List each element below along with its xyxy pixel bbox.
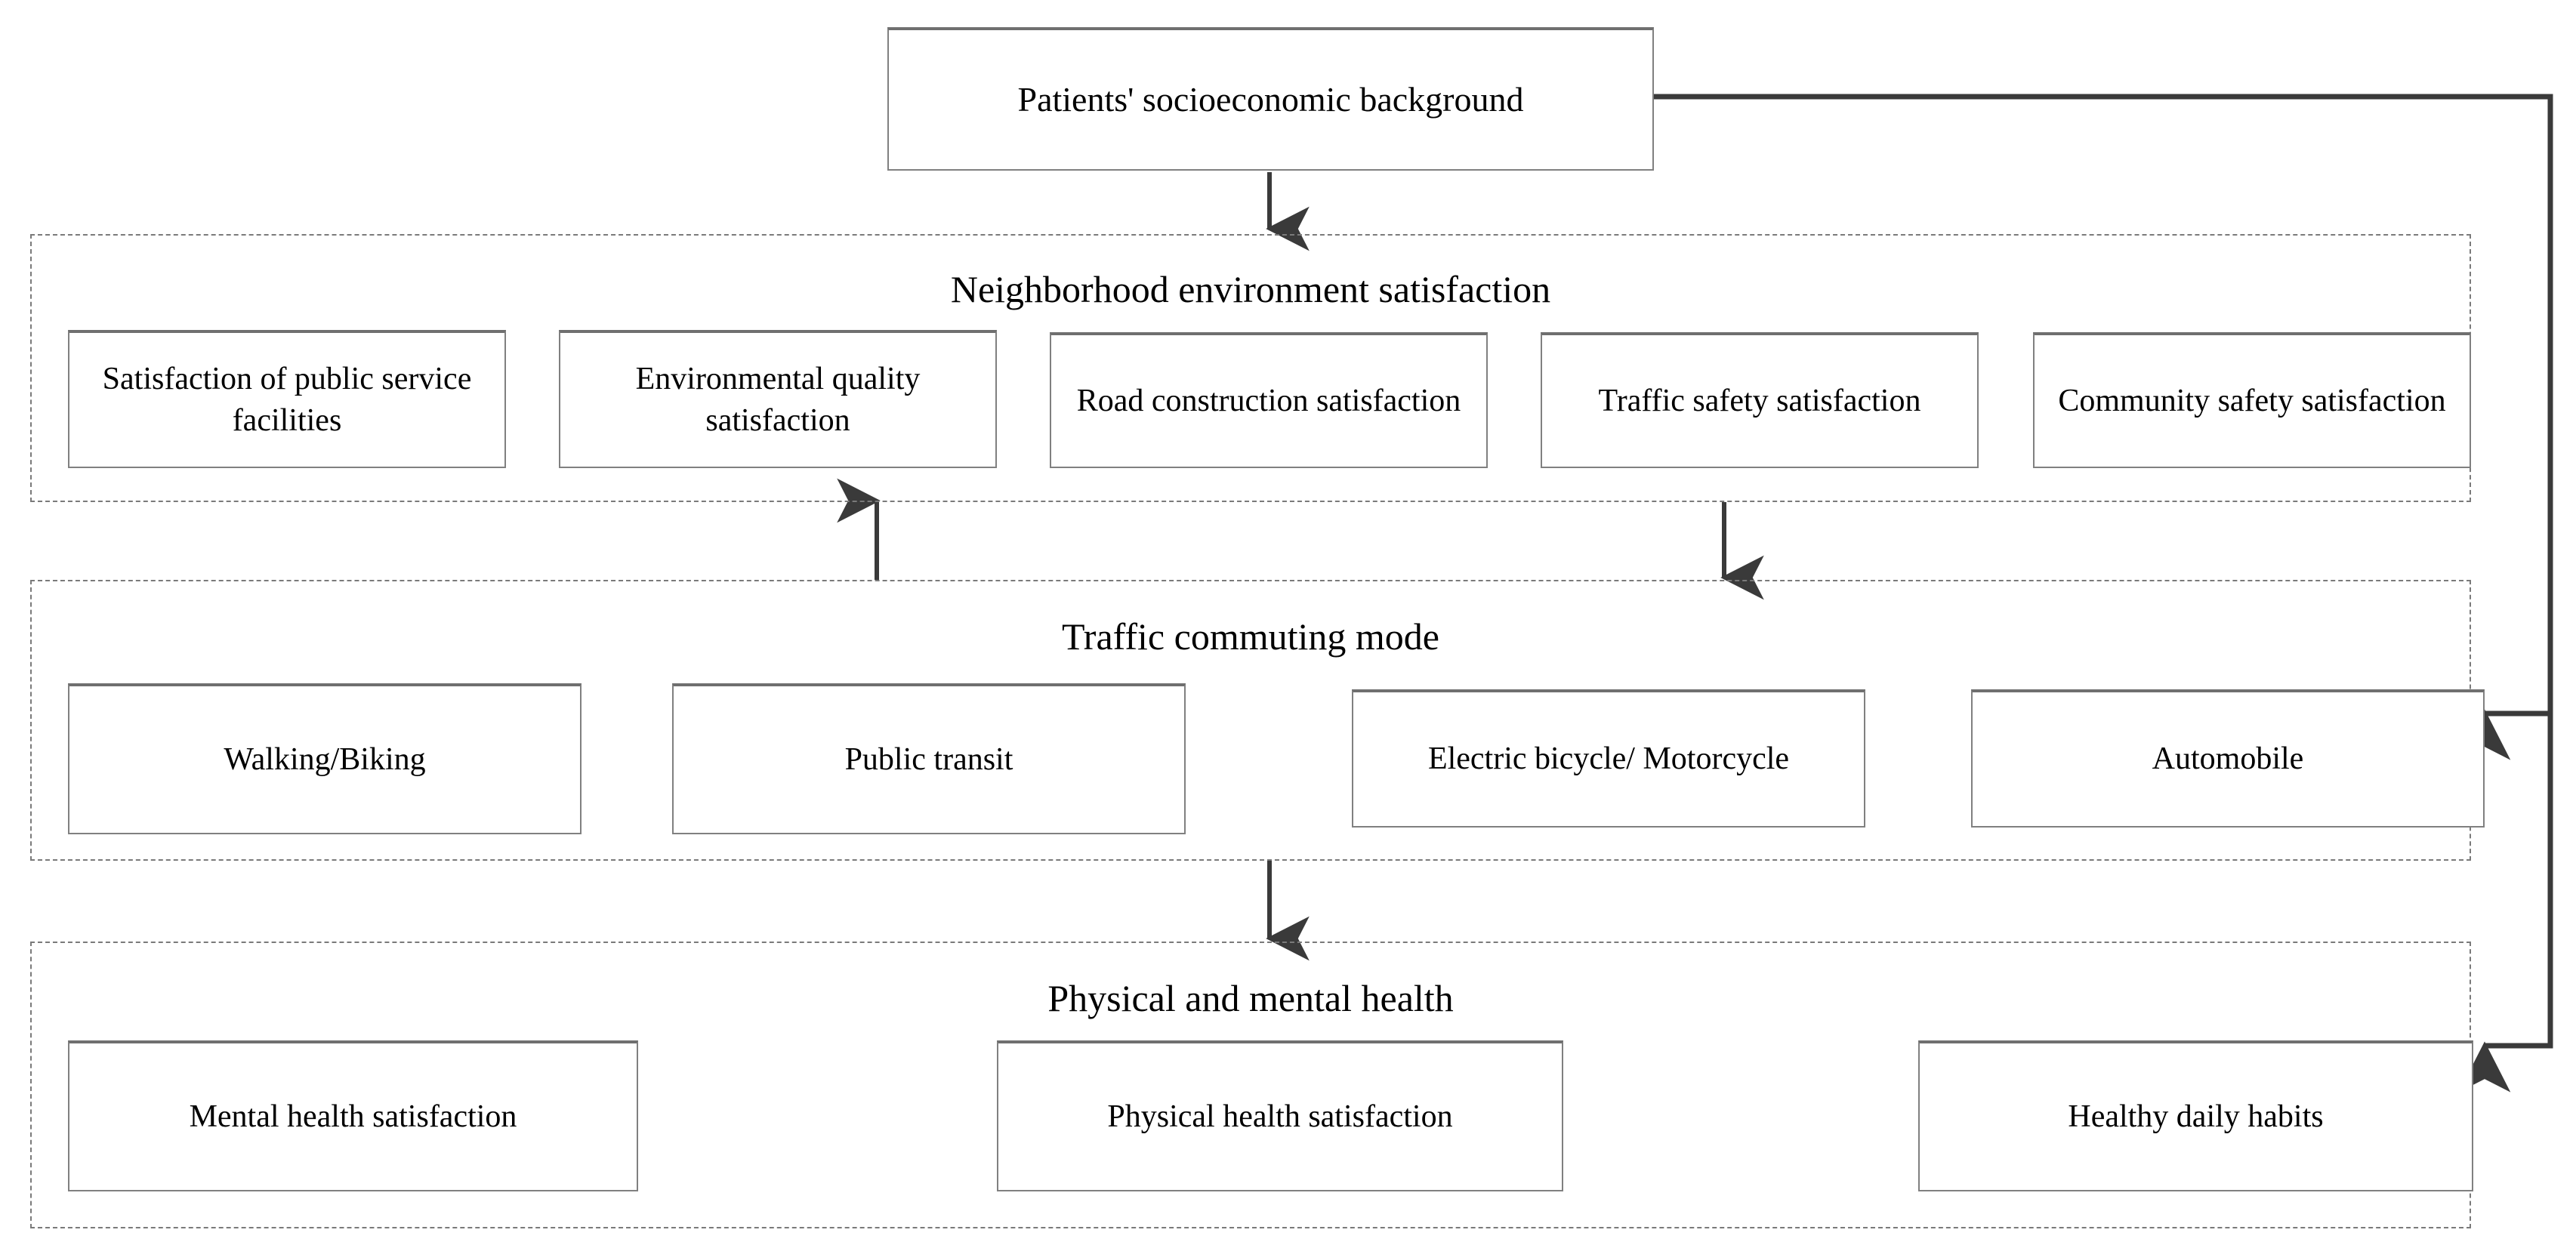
node-environmental-quality-satisfaction[interactable]: Environmental quality satisfaction bbox=[559, 330, 997, 468]
arrow-background-to-health bbox=[2458, 714, 2553, 1093]
group-label-neighborhood: Neighborhood environment satisfaction bbox=[950, 268, 1551, 310]
node-healthy-daily-habits[interactable]: Healthy daily habits bbox=[1918, 1040, 2473, 1191]
group-physical-and-mental-health: Physical and mental health bbox=[30, 942, 2471, 1228]
group-label-commuting: Traffic commuting mode bbox=[1062, 615, 1439, 658]
node-mental-health-satisfaction[interactable]: Mental health satisfaction bbox=[68, 1040, 638, 1191]
node-electric-bicycle-motorcycle[interactable]: Electric bicycle/ Motorcycle bbox=[1352, 689, 1865, 828]
node-traffic-safety-satisfaction[interactable]: Traffic safety satisfaction bbox=[1541, 332, 1979, 468]
node-public-transit[interactable]: Public transit bbox=[672, 683, 1186, 834]
node-satisfaction-of-public-service-facilities[interactable]: Satisfaction of public service facilitie… bbox=[68, 330, 506, 468]
node-road-construction-satisfaction[interactable]: Road construction satisfaction bbox=[1050, 332, 1488, 468]
node-walking-biking[interactable]: Walking/Biking bbox=[68, 683, 582, 834]
group-label-health: Physical and mental health bbox=[1047, 977, 1454, 1019]
node-patients-socioeconomic-background[interactable]: Patients' socioeconomic background bbox=[887, 27, 1654, 171]
node-physical-health-satisfaction[interactable]: Physical health satisfaction bbox=[997, 1040, 1563, 1191]
node-community-safety-satisfaction[interactable]: Community safety satisfaction bbox=[2033, 332, 2471, 468]
group-traffic-commuting-mode: Traffic commuting mode bbox=[30, 580, 2471, 861]
group-neighborhood-environment-satisfaction: Neighborhood environment satisfaction bbox=[30, 234, 2471, 502]
node-automobile[interactable]: Automobile bbox=[1971, 689, 2485, 828]
